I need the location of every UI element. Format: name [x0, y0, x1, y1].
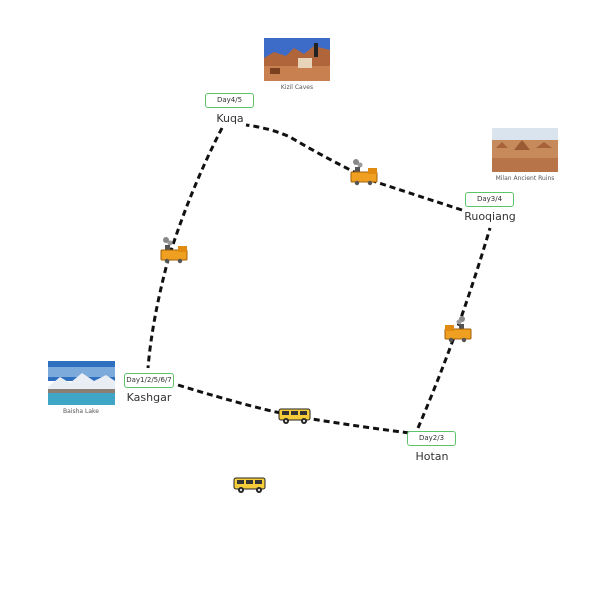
- day-badge-kuqa: Day4/5: [205, 93, 254, 108]
- day-badge-hotan: Day2/3: [407, 431, 456, 446]
- city-label-kuqa: Kuqa: [216, 112, 244, 125]
- milan-ruins-image: [492, 128, 558, 172]
- baisha-lake-image: [48, 361, 115, 405]
- photo-baisha-lake: [48, 361, 115, 405]
- caption-milan-ancient-ruins: Milan Ancient Ruins: [495, 175, 555, 182]
- city-label-kashgar: Kashgar: [126, 391, 172, 404]
- day-badge-kashgar: Day1/2/5/6/7: [124, 373, 174, 388]
- van-icon: [277, 406, 313, 430]
- route-kashgar-hotan: [177, 383, 419, 436]
- photo-milan-ancient-ruins: [492, 128, 558, 172]
- day-badge-ruoqiang: Day3/4: [465, 192, 514, 207]
- caption-baisha-lake: Baisha Lake: [63, 408, 99, 415]
- train-icon: [442, 315, 474, 347]
- train-icon: [158, 236, 190, 268]
- caption-kizil-caves: Kizil Caves: [280, 84, 314, 91]
- route-ruoqiang-kuqa: [245, 123, 463, 212]
- city-label-hotan: Hotan: [415, 450, 449, 463]
- photo-kizil-caves: [264, 38, 330, 81]
- van-icon: [232, 475, 268, 499]
- train-icon: [348, 158, 380, 190]
- city-label-ruoqiang: Ruoqiang: [464, 210, 516, 223]
- kizil-caves-image: [264, 38, 330, 81]
